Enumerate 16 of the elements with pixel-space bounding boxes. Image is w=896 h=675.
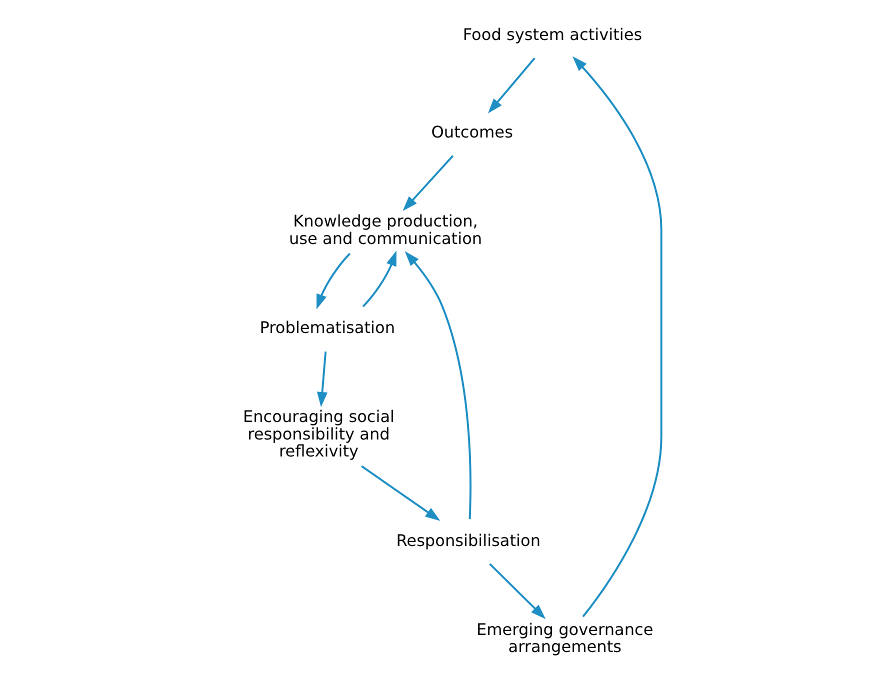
arrow (361, 465, 440, 521)
arrow (488, 57, 536, 114)
arrow (362, 250, 396, 308)
node-text: Encouraging social responsibility and reflexivity (242, 407, 395, 461)
arrow (402, 155, 454, 212)
node-text: Responsibilisation (396, 530, 541, 550)
arrow (489, 563, 546, 620)
arrow (404, 251, 472, 520)
node-text: Knowledge production, use and communication (288, 212, 482, 248)
arrow (572, 56, 662, 618)
node-text: Outcomes (431, 122, 513, 142)
node-text: Emerging governance arrangements (476, 620, 654, 656)
node-text: Problematisation (260, 318, 396, 338)
arrow (316, 252, 351, 310)
node-text: Food system activities (462, 24, 642, 44)
arrow (316, 352, 328, 408)
